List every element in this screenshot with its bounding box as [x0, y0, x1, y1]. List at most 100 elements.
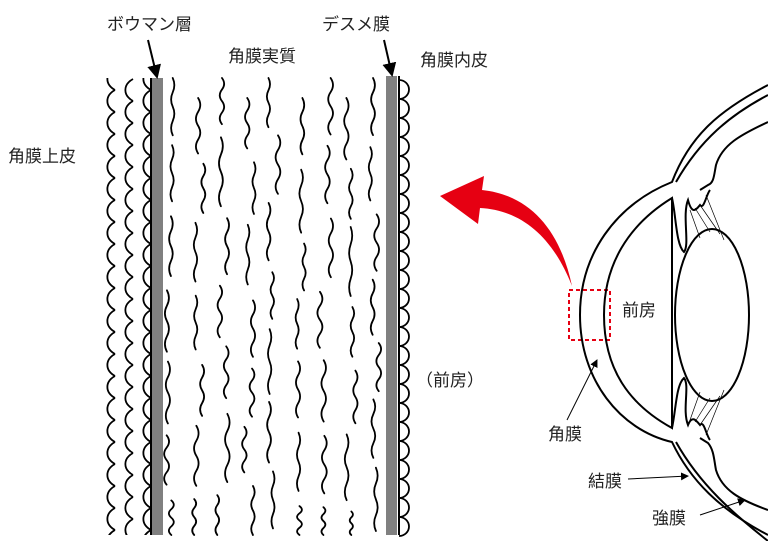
stroma-fiber: [294, 298, 300, 350]
stroma-fiber: [245, 223, 251, 286]
epithelium-cell: [124, 254, 134, 278]
label-endothelium: 角膜内皮: [420, 51, 488, 71]
stroma-fibers: [163, 77, 382, 536]
epithelium-cell: [124, 452, 134, 476]
epithelium-cell: [124, 188, 134, 212]
endothelium-cell: [398, 98, 410, 119]
stroma-fiber: [295, 360, 301, 419]
stroma-fiber: [320, 506, 327, 536]
stroma-fiber: [274, 134, 282, 195]
stroma-fiber: [343, 97, 350, 161]
epithelium-cell: [124, 364, 134, 388]
epithelium-cell: [142, 133, 152, 157]
epithelium-cell: [142, 155, 152, 179]
epithelium-cell: [106, 89, 116, 113]
stroma-fiber: [167, 499, 175, 536]
stroma-fiber: [169, 144, 175, 203]
stroma-fiber: [320, 359, 327, 423]
epithelium-cell: [124, 210, 134, 234]
label-anterior-chamber: 前房: [622, 301, 656, 321]
epithelium-cell: [142, 441, 152, 465]
epithelium-cell: [142, 177, 152, 201]
epithelium-cell: [142, 111, 152, 135]
endothelium-cell: [398, 288, 410, 309]
stroma-fiber: [214, 494, 221, 536]
epithelium-cell: [106, 243, 116, 267]
stroma-fiber: [321, 434, 328, 495]
stroma-fiber: [265, 77, 271, 129]
epithelium-cell: [106, 507, 116, 531]
endothelium-cell: [398, 383, 410, 404]
epithelium-cell: [106, 155, 116, 179]
epithelium-cell: [106, 441, 116, 465]
epithelium-cell: [142, 375, 152, 399]
stroma-fiber: [375, 342, 382, 393]
endothelium-cell: [398, 212, 410, 233]
epithelium-cell: [124, 496, 134, 520]
stroma-fiber: [164, 360, 171, 425]
descemet-arrow: [382, 39, 397, 77]
endothelium-cell: [398, 307, 410, 328]
epithelium-cell: [142, 89, 152, 113]
epithelium-cell: [106, 199, 116, 223]
epithelium-cell: [106, 265, 116, 289]
stroma-fiber: [163, 434, 170, 486]
magnified-region-box: [568, 289, 611, 341]
endothelium-cell: [398, 459, 410, 480]
epithelium-cell: [142, 287, 152, 311]
epithelium-cell: [124, 386, 134, 410]
epithelium-cell: [142, 485, 152, 509]
epithelium-cell: [108, 529, 116, 535]
stroma-fiber: [348, 226, 354, 297]
epithelium-cell: [124, 122, 134, 146]
stroma-fiber: [164, 289, 170, 353]
endothelium-cells: [398, 79, 410, 537]
endothelium-cell: [398, 79, 410, 100]
endothelium-cell: [398, 193, 410, 214]
stroma-fiber: [324, 144, 331, 205]
stroma-fiber: [168, 215, 174, 277]
stroma-fiber: [195, 97, 202, 155]
stroma-fiber: [266, 401, 272, 464]
stroma-fiber: [301, 242, 307, 292]
label-stroma: 角膜実質: [228, 47, 296, 67]
endothelium-cell: [398, 478, 410, 499]
epithelium-cell: [106, 331, 116, 355]
stroma-fiber: [327, 77, 334, 136]
stroma-fiber: [270, 470, 276, 530]
epithelium-cell: [124, 166, 134, 190]
stroma-fiber: [299, 97, 306, 156]
epithelium-cell: [142, 221, 152, 245]
endothelium-cell: [398, 326, 410, 347]
epithelium-cell: [142, 397, 152, 421]
endothelium-cell: [398, 364, 410, 385]
label-epithelium: 角膜上皮: [8, 147, 76, 167]
stroma-fiber: [193, 294, 199, 351]
endothelium-cell: [398, 174, 410, 195]
endothelium-cell: [398, 269, 410, 290]
stroma-fiber: [296, 505, 303, 536]
epithelium-cell: [124, 474, 134, 498]
endothelium-cell: [398, 345, 410, 366]
stroma-fiber: [170, 77, 176, 137]
epithelium-cell: [124, 408, 134, 432]
label-conjunctiva: 結膜: [588, 472, 622, 492]
endothelium-cell: [398, 421, 410, 442]
stroma-fiber: [352, 369, 359, 425]
stroma-fiber: [200, 162, 207, 214]
epithelium-cell: [106, 309, 116, 333]
stroma-fiber: [192, 221, 199, 283]
stroma-fiber: [373, 466, 379, 532]
epithelium-cells: [106, 78, 152, 535]
cornea-pointer: [566, 359, 598, 421]
stroma-fiber: [250, 485, 256, 536]
stroma-fiber: [348, 167, 354, 220]
label-cornea: 角膜: [548, 425, 582, 445]
bowman-arrow: [147, 39, 161, 79]
epithelium-cell: [106, 397, 116, 421]
epithelium-cell: [142, 309, 152, 333]
epithelium-cell: [124, 320, 134, 344]
stroma-fiber: [367, 146, 373, 202]
endothelium-cell: [398, 440, 410, 461]
epithelium-cell: [106, 177, 116, 201]
